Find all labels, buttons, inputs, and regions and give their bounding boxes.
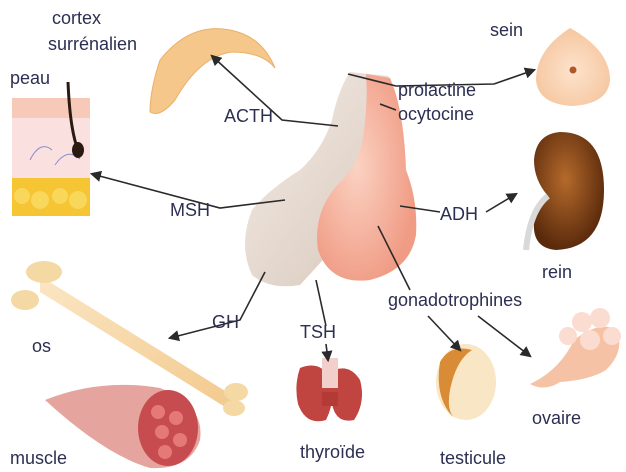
muscle-icon	[45, 385, 201, 468]
adrenal-cortex-icon	[150, 29, 275, 114]
label-peau: peau	[10, 68, 50, 88]
skin-icon	[12, 82, 90, 216]
label-cortex-line1: cortex	[52, 8, 101, 28]
pituitary-gland-icon	[245, 72, 416, 286]
label-tsh: TSH	[300, 322, 336, 342]
label-gh: GH	[212, 312, 239, 332]
label-thyroide: thyroïde	[300, 442, 365, 462]
label-acth: ACTH	[224, 106, 273, 126]
label-os: os	[32, 336, 51, 356]
label-gonadotrophines: gonadotrophines	[388, 290, 522, 310]
ovary-icon	[530, 308, 621, 388]
label-rein: rein	[542, 262, 572, 282]
label-cortex-line2: surrénalien	[48, 34, 137, 54]
label-ovaire: ovaire	[532, 408, 581, 428]
label-muscle: muscle	[10, 448, 67, 468]
testicle-icon	[436, 344, 496, 420]
label-sein: sein	[490, 20, 523, 40]
label-ocytocine: ocytocine	[398, 104, 474, 124]
label-testicule: testicule	[440, 448, 506, 468]
label-msh: MSH	[170, 200, 210, 220]
label-prolactine: prolactine	[398, 80, 476, 100]
label-adh: ADH	[440, 204, 478, 224]
kidney-icon	[526, 132, 604, 250]
thyroid-icon	[296, 358, 362, 421]
